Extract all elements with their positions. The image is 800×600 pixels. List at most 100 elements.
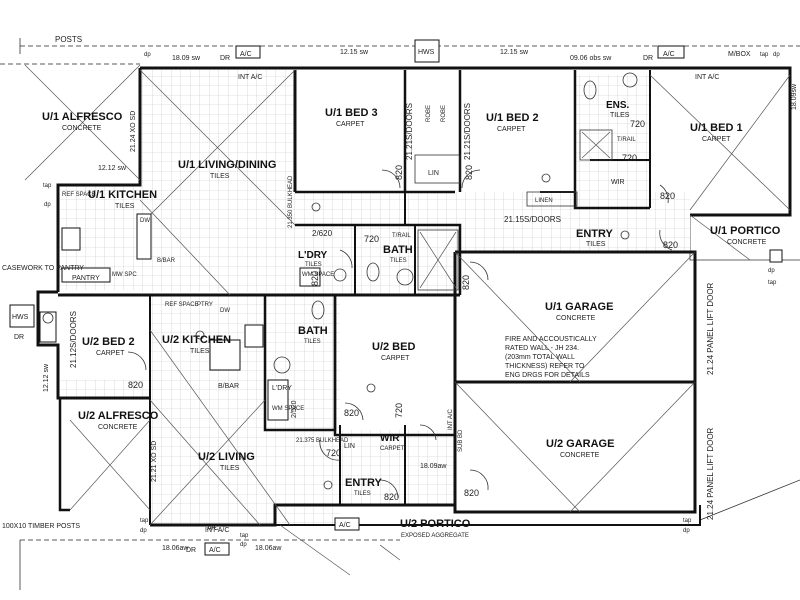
dim-2121-xo: 21.21 XO SD	[151, 441, 158, 482]
label-panel-door-1: 21.24 PANEL LIFT DOOR	[706, 282, 715, 375]
label-alfresco1: U/1 ALFRESCO	[42, 111, 123, 123]
dim-2121-doors-b: 21.21S/DOORS	[463, 103, 472, 160]
label-entry2: ENTRY	[345, 477, 383, 489]
tag-t-rail-1: T/RAIL	[617, 137, 636, 143]
tag-820-i: 820	[384, 492, 399, 502]
tag-wir1: WIR	[611, 179, 625, 186]
label-casework: CASEWORK TO PANTRY	[2, 265, 84, 272]
label-entry2-floor: TILES	[354, 491, 371, 497]
label-ens: ENS.	[606, 100, 630, 111]
tag-robe2: ROBE	[441, 105, 447, 122]
label-panel-door-2: 21.24 PANEL LIFT DOOR	[706, 427, 715, 520]
dim-1809-top: 18.09 sw	[172, 55, 201, 62]
dim-2520: 2/520	[291, 400, 298, 418]
label-timber-posts: 100X10 TIMBER POSTS	[2, 523, 80, 530]
tag-int-ac-3: INT A/C	[205, 527, 229, 534]
tag-ac-bot1: A/C	[209, 547, 221, 554]
label-bed2b: U/2 BED 2	[82, 336, 135, 348]
tag-dr-top2: DR	[643, 55, 653, 62]
tag-820-a: 820	[394, 165, 404, 180]
tag-wm-space1: WM SPACE	[302, 272, 334, 278]
tag-mbox: M/BOX	[728, 51, 751, 58]
label-bed3: U/1 BED 3	[325, 107, 378, 119]
label-ref-space: REF SPACE	[62, 192, 96, 198]
label-alfresco2-floor: CONCRETE	[98, 424, 138, 431]
dim-1806-b: 18.06aw	[255, 545, 282, 552]
tag-820-h: 820	[344, 408, 359, 418]
tag-720-b: 720	[630, 119, 645, 129]
tag-robe1: ROBE	[426, 105, 432, 122]
label-ldry1-floor: TILES	[305, 262, 322, 268]
label-fire-note: FIRE AND ACCOUSTICALLY RATED WALL - JH 2…	[505, 336, 599, 379]
tag-t-rail-2: T/RAIL	[392, 233, 411, 239]
label-ens-floor: TILES	[610, 112, 630, 119]
label-portico1-floor: CONCRETE	[727, 239, 767, 246]
label-bath1-floor: TILES	[390, 258, 407, 264]
label-bed2b-floor: CARPET	[96, 350, 125, 357]
label-entry1-floor: TILES	[586, 241, 606, 248]
tag-tap-left: tap	[43, 183, 52, 189]
tag-820-c: 820	[660, 191, 675, 201]
tag-820-b: 820	[464, 165, 474, 180]
tag-dr-bot: DR	[186, 547, 196, 554]
label-bath2-floor: TILES	[304, 339, 321, 345]
tag-mw-spc: MW SPC	[112, 272, 137, 278]
label-bulkhead2: 21.375 BULKHEAD	[296, 438, 349, 444]
label-living2-floor: TILES	[220, 465, 240, 472]
label-living2: U/2 LIVING	[198, 451, 255, 463]
tag-sub-bd: SUB BD	[458, 429, 464, 452]
label-bulkhead1: 21.350 BULKHEAD	[288, 175, 294, 228]
tag-dp-bot: dp	[240, 542, 247, 548]
label-portico2-floor: EXPOSED AGGREGATE	[401, 533, 469, 539]
tag-tap-bot: tap	[240, 533, 249, 539]
label-portico1: U/1 PORTICO	[710, 225, 781, 237]
tag-ptry: PTRY	[197, 302, 213, 308]
tag-dp-r: dp	[768, 268, 775, 274]
label-posts: POSTS	[55, 35, 82, 44]
dim-2121-doors-a: 21.21S/DOORS	[405, 103, 414, 160]
label-ldry1: L'DRY	[298, 250, 328, 261]
dimension-labels: 18.09 sw 12.15 sw 12.15 sw 09.06 obs sw …	[43, 49, 798, 552]
tag-dw2: DW	[220, 308, 230, 314]
dim-1212: 12.12 sw	[98, 165, 127, 172]
label-kitchen1: U/1 KITCHEN	[88, 189, 157, 201]
label-kitchen2-floor: TILES	[190, 348, 210, 355]
tag-dp-br: dp	[683, 528, 690, 534]
label-bed-u2-floor: CARPET	[381, 355, 410, 362]
label-pantry1: PANTRY	[72, 275, 100, 282]
tag-dw1: DW	[140, 218, 150, 224]
dim-1809-side: 18.09sw	[791, 83, 798, 110]
label-alfresco2: U/2 ALFRESCO	[78, 410, 159, 422]
dim-2124-xo: 21.24 XO SD	[130, 111, 137, 152]
tag-ac-bot3: A/C	[207, 525, 219, 532]
label-bath2: BATH	[298, 325, 328, 337]
tag-ac-bot2: A/C	[339, 522, 351, 529]
tags: A/C A/C A/C A/C A/C HWS HWS INT A/C INT …	[12, 49, 780, 554]
tag-b-bar2: B/BAR	[218, 383, 239, 390]
tag-tap-r: tap	[768, 280, 777, 286]
tag-lin1: LIN	[428, 170, 439, 177]
room-labels: POSTS U/1 ALFRESCO CONCRETE U/1 LIVING/D…	[2, 35, 781, 539]
tag-820-j: 820	[464, 488, 479, 498]
label-wir2-floor: CARPET	[380, 446, 405, 452]
tag-dr-left: DR	[14, 334, 24, 341]
tag-dp-tr: dp	[773, 52, 780, 58]
tag-wm-space2: WM SPACE	[272, 406, 304, 412]
tag-820-f: 820	[461, 275, 471, 290]
label-bed2a: U/1 BED 2	[486, 112, 539, 124]
tag-dr-top1: DR	[220, 55, 230, 62]
tag-tap-bl: tap	[140, 518, 149, 524]
tag-720-e: 720	[394, 403, 404, 418]
label-bed-u2: U/2 BED	[372, 341, 415, 353]
tag-int-ac-2: INT A/C	[695, 74, 719, 81]
dim-1212-b: 12.12 sw	[43, 363, 50, 392]
tag-ac-top1: A/C	[240, 51, 252, 58]
tag-int-ac-v: INT A/C	[448, 408, 454, 430]
label-bed2a-floor: CARPET	[497, 126, 526, 133]
tag-tap-br: tap	[683, 518, 692, 524]
tag-dp-bl: dp	[140, 528, 147, 534]
tag-lin2: LIN	[344, 443, 355, 450]
tag-dp-left: dp	[44, 202, 51, 208]
dim-2112-doors: 21.12S/DOORS	[69, 311, 78, 368]
walls	[36, 66, 792, 527]
